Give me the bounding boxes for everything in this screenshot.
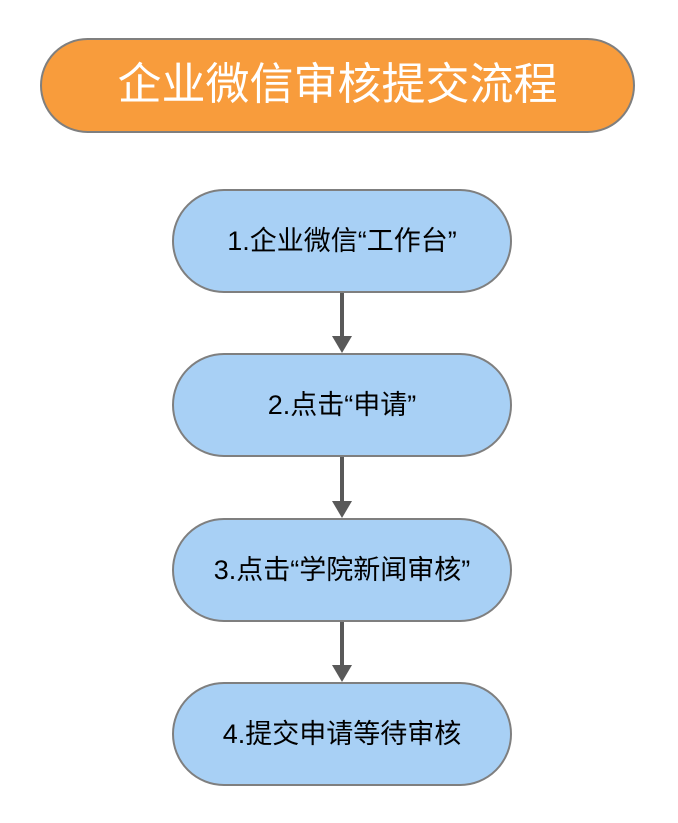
page-title: 企业微信审核提交流程 (117, 60, 558, 110)
flow-node-2[interactable]: 2.点击“申请” (172, 353, 512, 457)
flow-arrow-3-to-4 (332, 622, 352, 682)
arrow-head-icon (332, 501, 352, 518)
flow-node-4[interactable]: 4.提交申请等待审核 (172, 682, 512, 786)
flow-node-1-label: 1.企业微信“工作台” (227, 225, 457, 256)
arrow-shaft (340, 622, 344, 666)
arrow-shaft (340, 457, 344, 502)
flow-node-3[interactable]: 3.点击“学院新闻审核” (172, 518, 512, 622)
flow-node-3-label: 3.点击“学院新闻审核” (213, 554, 471, 585)
arrow-head-icon (332, 665, 352, 682)
flow-node-1[interactable]: 1.企业微信“工作台” (172, 189, 512, 293)
flow-arrow-2-to-3 (332, 457, 352, 518)
flow-node-2-label: 2.点击“申请” (267, 389, 417, 420)
flow-node-4-label: 4.提交申请等待审核 (222, 718, 462, 749)
arrow-shaft (340, 293, 344, 337)
arrow-head-icon (332, 336, 352, 353)
flowchart-title-banner: 企业微信审核提交流程 (40, 38, 635, 133)
flow-arrow-1-to-2 (332, 293, 352, 353)
